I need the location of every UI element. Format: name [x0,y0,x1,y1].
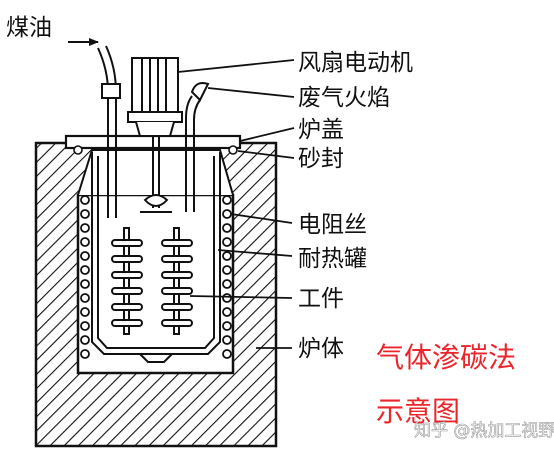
label-workpiece: 工件 [298,286,344,312]
kerosene-pipe [97,45,121,218]
fan-motor [127,57,183,137]
watermark: 知乎 @热加工视野 [414,421,554,441]
leader-lines [177,59,295,349]
label-furnace-lid: 炉盖 [298,117,344,143]
exhaust-pipe [185,95,201,212]
exhaust-flame-icon [190,82,210,102]
heat-resistant-tank [91,152,221,363]
furnace-body [34,141,278,448]
workpiece-left [111,227,143,335]
resistance-wire-coils [80,195,232,359]
label-fan-motor: 风扇电动机 [298,50,413,76]
diagram-title-line1: 气体渗碳法 [376,341,516,374]
diagram-title-line2: 示意图 [376,395,460,428]
sand-seal [73,145,238,155]
label-exhaust-flame: 废气火焰 [298,85,390,111]
label-furnace-body: 炉体 [298,336,344,362]
workpiece-right [161,227,193,335]
label-heat-resistant-tank: 耐热罐 [298,246,367,272]
fan-impeller [140,136,172,213]
label-sand-seal: 砂封 [298,146,344,172]
label-resistance-wire: 电阻丝 [298,212,367,238]
label-kerosene: 煤油 [6,15,52,41]
